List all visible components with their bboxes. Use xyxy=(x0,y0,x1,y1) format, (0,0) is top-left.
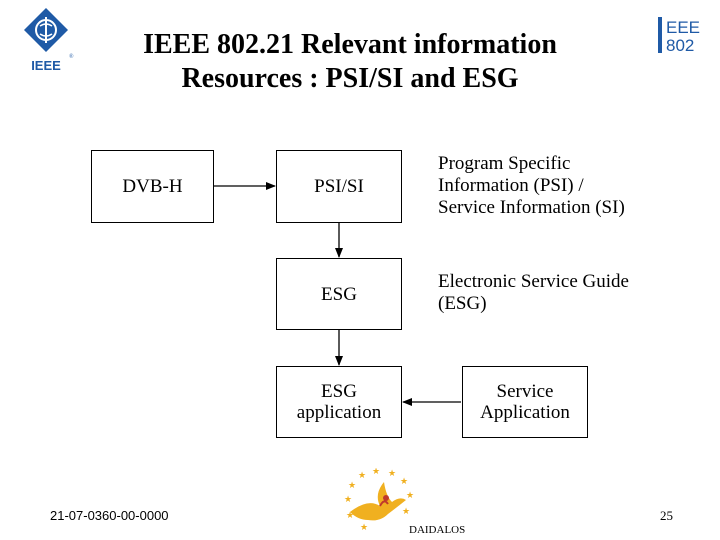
svg-text:★: ★ xyxy=(346,510,354,520)
psi-si-description: Program Specific Information (PSI) / Ser… xyxy=(438,153,625,219)
node-service-application: Service Application xyxy=(462,366,588,438)
ieee802-logo: EEE 802 xyxy=(658,17,700,55)
node-dvb-h-label: DVB-H xyxy=(122,176,183,197)
node-psi-si: PSI/SI xyxy=(276,150,402,223)
svg-text:★: ★ xyxy=(348,480,356,490)
page-number: 25 xyxy=(660,508,673,523)
psi-si-description-line3: Service Information (SI) xyxy=(438,197,625,218)
node-esg-label: ESG xyxy=(321,283,357,305)
ieee-logo: IEEE ® xyxy=(24,8,74,73)
node-esg-application-line2: application xyxy=(296,402,382,423)
ieee802-logo-line2: 802 xyxy=(666,36,694,55)
esg-description-line2: (ESG) xyxy=(438,293,487,314)
daidalos-logo: ★ ★ ★ ★ ★ ★ ★ ★ ★ ★ xyxy=(344,468,414,532)
ieee-logo-text: IEEE xyxy=(31,58,61,73)
svg-text:★: ★ xyxy=(400,476,408,486)
page-title-line1: IEEE 802.21 Relevant information xyxy=(143,29,557,60)
svg-text:★: ★ xyxy=(402,506,410,516)
node-esg-application: ESG application xyxy=(276,366,402,438)
page-title: IEEE 802.21 Relevant information Resourc… xyxy=(60,28,640,96)
esg-description: Electronic Service Guide (ESG) xyxy=(438,271,629,315)
svg-text:★: ★ xyxy=(372,468,380,476)
daidalos-logo-text: DAIDALOS xyxy=(409,524,466,536)
psi-si-description-line1: Program Specific xyxy=(438,153,571,174)
page-title-line2: Resources : PSI/SI and ESG xyxy=(181,63,519,94)
ieee802-logo-line1: EEE xyxy=(666,18,700,37)
svg-text:★: ★ xyxy=(406,490,414,500)
node-esg-application-line1: ESG xyxy=(321,381,357,402)
document-number: 21-07-0360-00-0000 xyxy=(50,508,169,523)
svg-text:★: ★ xyxy=(360,522,368,532)
svg-text:★: ★ xyxy=(388,468,396,478)
node-dvb-h: DVB-H xyxy=(91,150,214,223)
svg-text:★: ★ xyxy=(358,470,366,480)
node-psi-si-label: PSI/SI xyxy=(314,176,364,197)
node-esg: ESG xyxy=(276,258,402,330)
star-ring-icon: ★ ★ ★ ★ ★ ★ ★ ★ ★ ★ xyxy=(344,468,414,532)
svg-text:®: ® xyxy=(69,53,74,60)
node-service-application-line2: Application xyxy=(480,402,570,423)
svg-text:★: ★ xyxy=(344,494,352,504)
psi-si-description-line2: Information (PSI) / xyxy=(438,175,584,196)
ieee-diamond-icon xyxy=(24,8,68,52)
node-service-application-line1: Service xyxy=(496,381,554,402)
esg-description-line1: Electronic Service Guide xyxy=(438,271,629,292)
winged-figure-icon xyxy=(350,482,406,521)
